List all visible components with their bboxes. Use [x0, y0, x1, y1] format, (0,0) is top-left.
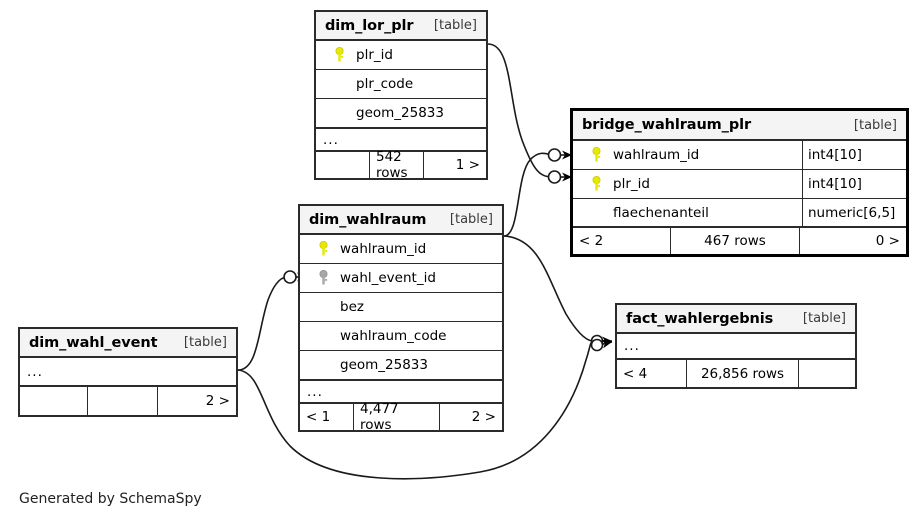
footer-row-count: 4,477 rows	[354, 401, 440, 433]
table-dim-lor-plr[interactable]: dim_lor_plr [table] plr_id plr_code geom…	[314, 10, 488, 181]
footer-outgoing-count: 1 >	[455, 157, 480, 173]
primary-key-icon	[324, 47, 354, 63]
table-header: dim_wahlraum [table]	[300, 206, 502, 235]
footer-incoming-count	[316, 152, 370, 178]
column-cell: wahlraum_id	[573, 147, 802, 163]
column-name: wahlraum_id	[340, 241, 427, 257]
footer-incoming-count: < 4	[617, 360, 687, 387]
table-header: fact_wahlergebnis [table]	[617, 305, 855, 334]
column-cell: plr_id	[316, 47, 486, 63]
table-row[interactable]: geom_25833	[300, 351, 502, 380]
primary-key-icon	[581, 176, 611, 192]
table-footer: < 1 4,477 rows 2 >	[300, 401, 502, 433]
column-cell: flaechenanteil	[573, 205, 802, 221]
table-title: fact_wahlergebnis	[626, 310, 774, 327]
table-footer: < 4 26,856 rows	[617, 360, 855, 387]
footer-outgoing-count: 2 >	[471, 409, 496, 425]
edge-lor-plr-to-bridge	[487, 43, 552, 178]
table-row[interactable]: geom_25833	[316, 99, 486, 128]
table-type-tag: [table]	[853, 117, 897, 133]
more-columns-indicator[interactable]: ...	[316, 128, 486, 152]
table-header: bridge_wahlraum_plr [table]	[573, 111, 906, 141]
foreign-key-icon	[308, 270, 338, 286]
table-type-tag: [table]	[449, 212, 493, 227]
footer-row-count: 542 rows	[370, 149, 424, 181]
primary-key-icon	[581, 147, 611, 163]
table-row[interactable]: bez	[300, 293, 502, 322]
footer-incoming-count: < 2	[573, 228, 671, 254]
table-row[interactable]: wahlraum_id int4[10]	[573, 141, 906, 170]
table-title: dim_wahl_event	[29, 334, 158, 351]
column-cell: wahlraum_code	[300, 328, 502, 344]
table-row[interactable]: plr_id int4[10]	[573, 170, 906, 199]
table-row[interactable]: flaechenanteil numeric[6,5]	[573, 199, 906, 228]
table-type-tag: [table]	[183, 335, 227, 350]
column-cell: plr_id	[573, 176, 802, 192]
column-type: numeric[6,5]	[802, 199, 906, 226]
table-footer: < 2 467 rows 0 >	[573, 228, 906, 254]
edge-wahlraum-to-bridge	[503, 152, 552, 237]
table-fact-wahlergebnis[interactable]: fact_wahlergebnis [table] ... < 4 26,856…	[615, 303, 857, 389]
footer-incoming-count: < 1	[300, 404, 354, 430]
table-bridge-wahlraum-plr[interactable]: bridge_wahlraum_plr [table] wahlraum_id …	[570, 108, 909, 257]
footer-outgoing-count	[799, 360, 855, 387]
footer-row-count: 26,856 rows	[687, 360, 799, 387]
table-title: dim_wahlraum	[309, 211, 427, 228]
column-cell: geom_25833	[316, 105, 486, 121]
table-footer: 2 >	[20, 387, 236, 415]
column-name: bez	[340, 299, 364, 315]
column-name: geom_25833	[356, 105, 444, 121]
table-type-tag: [table]	[802, 311, 846, 326]
footer-incoming-count	[20, 387, 88, 415]
column-name: geom_25833	[340, 357, 428, 373]
more-columns-indicator[interactable]: ...	[20, 358, 236, 387]
column-name: flaechenanteil	[613, 204, 709, 221]
edge-event-to-wahlraum	[237, 276, 287, 371]
table-title: bridge_wahlraum_plr	[582, 117, 752, 133]
table-row[interactable]: wahl_event_id	[300, 264, 502, 293]
more-columns-indicator[interactable]: ...	[617, 334, 855, 360]
table-row[interactable]: wahlraum_id	[300, 235, 502, 264]
footer-outgoing-count: 0 >	[875, 233, 900, 249]
column-cell: wahl_event_id	[300, 270, 502, 286]
footer-row-count	[88, 387, 158, 415]
table-dim-wahlraum[interactable]: dim_wahlraum [table] wahlraum_id wahl_ev…	[298, 204, 504, 433]
footer-row-count: 467 rows	[671, 228, 800, 254]
column-name: plr_id	[613, 176, 650, 192]
table-footer: 542 rows 1 >	[316, 149, 486, 181]
column-name: wahlraum_id	[613, 147, 700, 163]
column-type: int4[10]	[802, 170, 906, 198]
table-header: dim_wahl_event [table]	[20, 329, 236, 358]
primary-key-icon	[308, 241, 338, 257]
column-cell: wahlraum_id	[300, 241, 502, 257]
column-name: plr_code	[356, 76, 414, 92]
column-name: plr_id	[356, 47, 393, 63]
column-cell: bez	[300, 299, 502, 315]
table-type-tag: [table]	[433, 18, 477, 33]
table-row[interactable]: wahlraum_code	[300, 322, 502, 351]
generator-credit: Generated by SchemaSpy	[19, 491, 202, 507]
column-name: wahl_event_id	[340, 270, 436, 286]
table-row[interactable]: plr_code	[316, 70, 486, 99]
column-name: wahlraum_code	[340, 328, 447, 344]
column-type: int4[10]	[802, 141, 906, 169]
footer-outgoing-count: 2 >	[205, 393, 230, 409]
table-row[interactable]: plr_id	[316, 41, 486, 70]
column-cell: geom_25833	[300, 357, 502, 373]
table-title: dim_lor_plr	[325, 17, 414, 34]
column-cell: plr_code	[316, 76, 486, 92]
table-header: dim_lor_plr [table]	[316, 12, 486, 41]
table-dim-wahl-event[interactable]: dim_wahl_event [table] ... 2 >	[18, 327, 238, 417]
